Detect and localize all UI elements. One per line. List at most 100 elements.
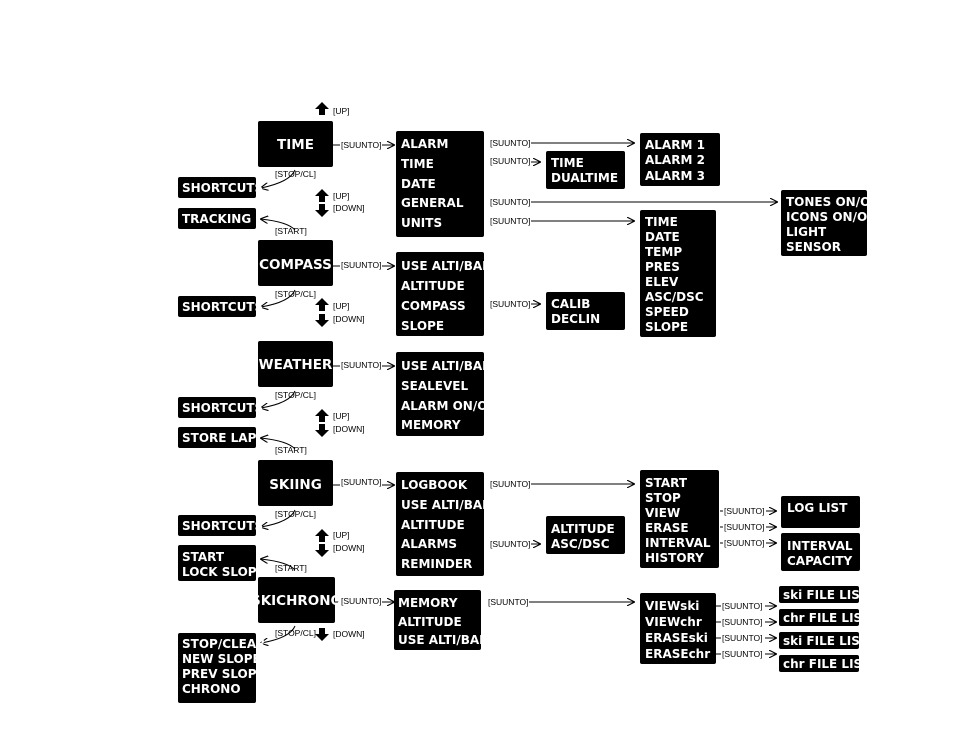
suunto-label: [SUUNTO] [490,539,530,549]
start-label: [START] [275,563,307,573]
skichrono-stop-box: STOP/CLEAR NEW SLOPE PREV SLOPE CHRONO [178,633,265,703]
weather-shortcuts-box: SHORTCUTS [178,397,263,418]
file-list-box: ski FILE LIST [779,632,869,649]
down-label: [DOWN] [333,629,365,639]
suunto-label: [SUUNTO] [490,197,530,207]
menu-item: DATE [401,177,436,191]
suunto-label: [SUUNTO] [724,522,764,532]
start-text: START [182,550,225,564]
mode-skichrono-label: SKICHRONO [251,593,342,609]
units-submenu: TIME DATE TEMP PRES ELEV ASC/DSC SPEED S… [640,210,716,337]
submenu-item: HISTORY [645,551,704,565]
mode-weather: WEATHER [258,341,333,387]
start-label: [START] [275,445,307,455]
suunto-label: [SUUNTO] [341,477,381,487]
down-label: [DOWN] [333,203,365,213]
tracking-text: TRACKING [182,212,251,226]
submenu-item: STOP [645,491,681,505]
time-menu: ALARM TIME DATE GENERAL UNITS [396,131,484,237]
submenu-item: TONES ON/OFF [786,195,887,209]
submenu-item: ASC/DSC [645,290,704,304]
suunto-label: [SUUNTO] [490,479,530,489]
down-label: [DOWN] [333,543,365,553]
file-list-box: ski FILE LIST [779,586,869,603]
key-labels: [UP] [SUUNTO] [STOP/CL] [UP] [DOWN] [STA… [275,106,764,659]
suunto-label: [SUUNTO] [490,216,530,226]
submenu-item: ALARM 1 [645,138,705,152]
shortcuts-text: SHORTCUTS [182,401,263,415]
submenu-item: PRES [645,260,680,274]
submenu-item: SPEED [645,305,689,319]
menu-item: ALARM ON/OFF [401,399,504,413]
menu-item: MEMORY [398,596,458,610]
submenu-item: DATE [645,230,680,244]
log-list-box: LOG LIST [781,496,860,528]
up-arrow-icon [315,102,329,115]
suunto-label: [SUUNTO] [490,299,530,309]
skiing-shortcuts-box: SHORTCUTS [178,515,263,536]
submenu-item: LIGHT [786,225,827,239]
shortcuts-text: SHORTCUTS [182,300,263,314]
menu-item: TIME [401,157,434,171]
skiing-alarms-submenu: ALTITUDE ASC/DSC [546,516,625,554]
up-arrow-icon [315,298,329,311]
menu-item: ALARM [401,137,448,151]
menu-item: COMPASS [401,299,466,313]
stop-cl-label: [STOP/CL] [275,169,316,179]
menu-item: LOGBOOK [401,478,468,492]
down-label: [DOWN] [333,424,365,434]
stop-clear-text: STOP/CLEAR [182,637,265,651]
up-arrow-icon [315,409,329,422]
menu-item: USE ALTI/BARO [401,259,502,273]
up-arrow-icon [315,529,329,542]
suunto-label: [SUUNTO] [341,140,381,150]
stop-cl-label: [STOP/CL] [275,509,316,519]
submenu-item: INTERVAL [645,536,711,550]
memory-submenu: VIEWski VIEWchr ERASEski ERASEchr [640,593,716,664]
general-submenu: TONES ON/OFF ICONS ON/OFF LIGHT SENSOR [781,190,887,256]
suunto-label: [SUUNTO] [722,633,762,643]
tracking-box: TRACKING [178,208,256,229]
menu-item: REMINDER [401,557,472,571]
stop-cl-label: [STOP/CL] [275,390,316,400]
time-shortcuts-box: SHORTCUTS [178,177,263,198]
menu-item: ALTITUDE [401,279,465,293]
prev-slope-text: PREV SLOPE [182,667,265,681]
start-label: [START] [275,226,307,236]
suunto-label: [SUUNTO] [490,138,530,148]
submenu-item: ERASEski [645,631,708,645]
submenu-item: SENSOR [786,240,841,254]
menu-item: UNITS [401,216,442,230]
down-arrow-icon [315,204,329,217]
submenu-item: CALIB [551,297,590,311]
submenu-item: ICONS ON/OFF [786,210,884,224]
shortcuts-text: SHORTCUTS [182,181,263,195]
submenu-item: TIME [645,215,678,229]
suunto-label: [SUUNTO] [490,156,530,166]
log-list-text: LOG LIST [787,501,848,515]
submenu-item: ALTITUDE [551,522,615,536]
alarms-submenu: ALARM 1 ALARM 2 ALARM 3 [640,133,720,186]
suunto-label: [SUUNTO] [722,617,762,627]
file-list-text: chr FILE LIST [783,611,871,625]
submenu-item: TIME [551,156,584,170]
mode-skichrono: SKICHRONO [251,577,342,623]
submenu-item: VIEWchr [645,615,702,629]
suunto-label: [SUUNTO] [488,597,528,607]
logbook-submenu: START STOP VIEW ERASE INTERVAL HISTORY [640,470,719,568]
menu-item: SLOPE [401,319,444,333]
interval-text: INTERVAL [787,539,853,553]
submenu-item: ERASEchr [645,647,710,661]
mode-weather-label: WEATHER [259,357,333,373]
mode-skiing: SKIING [258,460,333,506]
down-arrow-icon [315,314,329,327]
lock-slope-text: LOCK SLOPE [182,565,265,579]
compass-submenu: CALIB DECLIN [546,292,625,330]
down-arrow-icon [315,424,329,437]
up-arrow-icon [315,189,329,202]
down-arrow-icon [315,544,329,557]
chrono-text: CHRONO [182,682,241,696]
suunto-label: [SUUNTO] [341,596,381,606]
mode-time-label: TIME [277,137,314,153]
file-list-text: chr FILE LIST [783,657,871,671]
